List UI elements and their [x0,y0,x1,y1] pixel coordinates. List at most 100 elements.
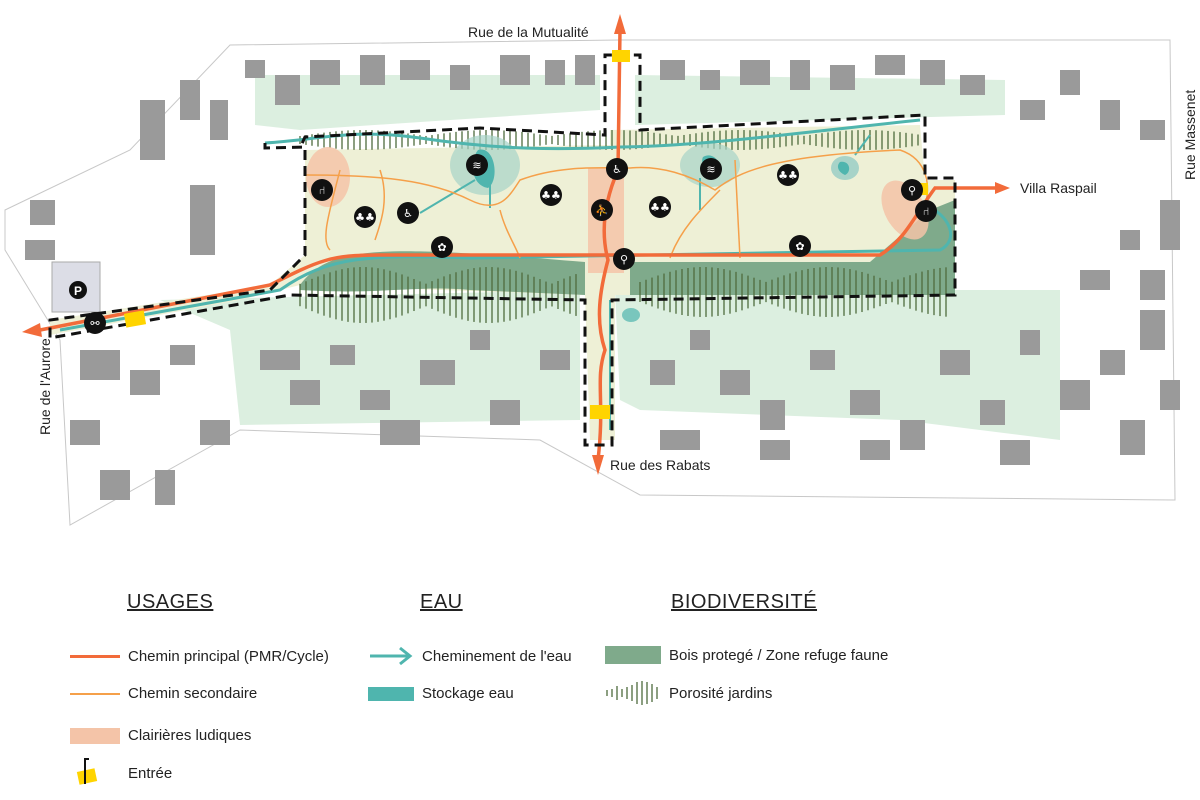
svg-text:✿: ✿ [795,240,804,253]
trees-icon: ♣♣ [649,196,671,218]
building [1100,350,1125,375]
building [980,400,1005,425]
svg-text:⑁: ⑁ [319,184,326,197]
legend-label: Porosité jardins [669,684,773,702]
legend-porosity: Porosité jardins [605,680,772,706]
legend-clearings: Clairières ludiques [70,727,251,744]
building [500,55,530,85]
building [30,200,55,225]
building [660,60,685,80]
trees-icon: ♣♣ [540,184,562,206]
project-boundary [48,53,957,447]
svg-text:≋: ≋ [472,159,481,172]
svg-text:♣♣: ♣♣ [355,211,375,224]
building [310,60,340,85]
building [260,350,300,370]
building [330,345,355,365]
legend-secondary-path: Chemin secondaire [70,685,257,702]
building [1120,230,1140,250]
parking-label: P [74,284,82,298]
building [25,240,55,260]
building [450,65,470,90]
building [740,60,770,85]
garden-zones [160,75,1060,440]
street-label-east: Villa Raspail [1020,180,1097,196]
svg-text:♿: ♿ [612,163,622,176]
building [860,440,890,460]
building [200,420,230,445]
building [245,60,265,78]
building [170,345,195,365]
fauna-icon: ✿ [431,236,453,258]
parcel-grid [4,39,1176,526]
building [190,185,215,255]
building [1140,270,1165,300]
building [830,65,855,90]
secondary-paths [304,149,929,259]
building [155,470,175,505]
building [80,350,120,380]
legend-water-flow: Cheminement de l'eau [368,646,572,666]
building [130,370,160,395]
svg-text:♿: ♿ [403,207,413,220]
accessibility-icon: ♿ [397,202,419,224]
building [875,55,905,75]
building [540,350,570,370]
building [1020,330,1040,355]
building [900,420,925,450]
legend-label: Chemin secondaire [128,685,258,702]
building [70,420,100,445]
street-label-west: Rue de l'Aurore [37,338,53,435]
building [760,400,785,430]
svg-text:♣♣: ♣♣ [650,201,670,214]
building [400,60,430,80]
building [545,60,565,85]
street-label-north: Rue de la Mutualité [468,24,589,40]
building [290,380,320,405]
building [100,470,130,500]
building [1000,440,1030,465]
building [1100,100,1120,130]
parking-icon [69,281,87,299]
legend-label: Stockage eau [422,685,514,702]
building [700,70,720,90]
building [660,430,700,450]
protected-wood [300,251,585,295]
svg-text:⚲: ⚲ [908,184,916,197]
buildings [25,55,1180,505]
water-icon: ≋ [466,154,488,176]
building [790,60,810,90]
building [1060,380,1090,410]
svg-text:⚯: ⚯ [90,317,100,330]
building [360,390,390,410]
building [690,330,710,350]
trees-icon: ♣♣ [354,206,376,228]
legend-title-usages: USAGES [127,591,214,613]
wood-swatch [605,646,661,664]
svg-text:⑁: ⑁ [923,205,930,218]
usage-icons: ⑁♣♣♿≋♣♣♿⛹♣♣≋♣♣⚲⑁✿⚲✿⚯ [84,154,937,334]
building [920,60,945,85]
building [1140,310,1165,350]
water-storage-swatch [368,686,414,701]
bench-icon: ⑁ [311,179,333,201]
accessibility-icon: ♿ [606,158,628,180]
legend-title-biodiversite: BIODIVERSITÉ [671,591,818,613]
legend-water-storage: Stockage eau [368,685,514,702]
svg-text:⛹: ⛹ [595,203,609,217]
building [490,400,520,425]
building [420,360,455,385]
building [1140,120,1165,140]
trees-icon: ♣♣ [777,164,799,186]
legend-main-path: Chemin principal (PMR/Cycle) [70,648,329,665]
building [1160,200,1180,250]
play-icon: ⚲ [901,179,923,201]
street-label-massenet: Rue Massenet [1182,90,1198,180]
building [960,75,985,95]
building [1080,270,1110,290]
building [650,360,675,385]
svg-text:✿: ✿ [437,241,446,254]
building [275,75,300,105]
legend-label: Clairières ludiques [128,727,252,744]
park-plan-map: P [4,14,1198,526]
